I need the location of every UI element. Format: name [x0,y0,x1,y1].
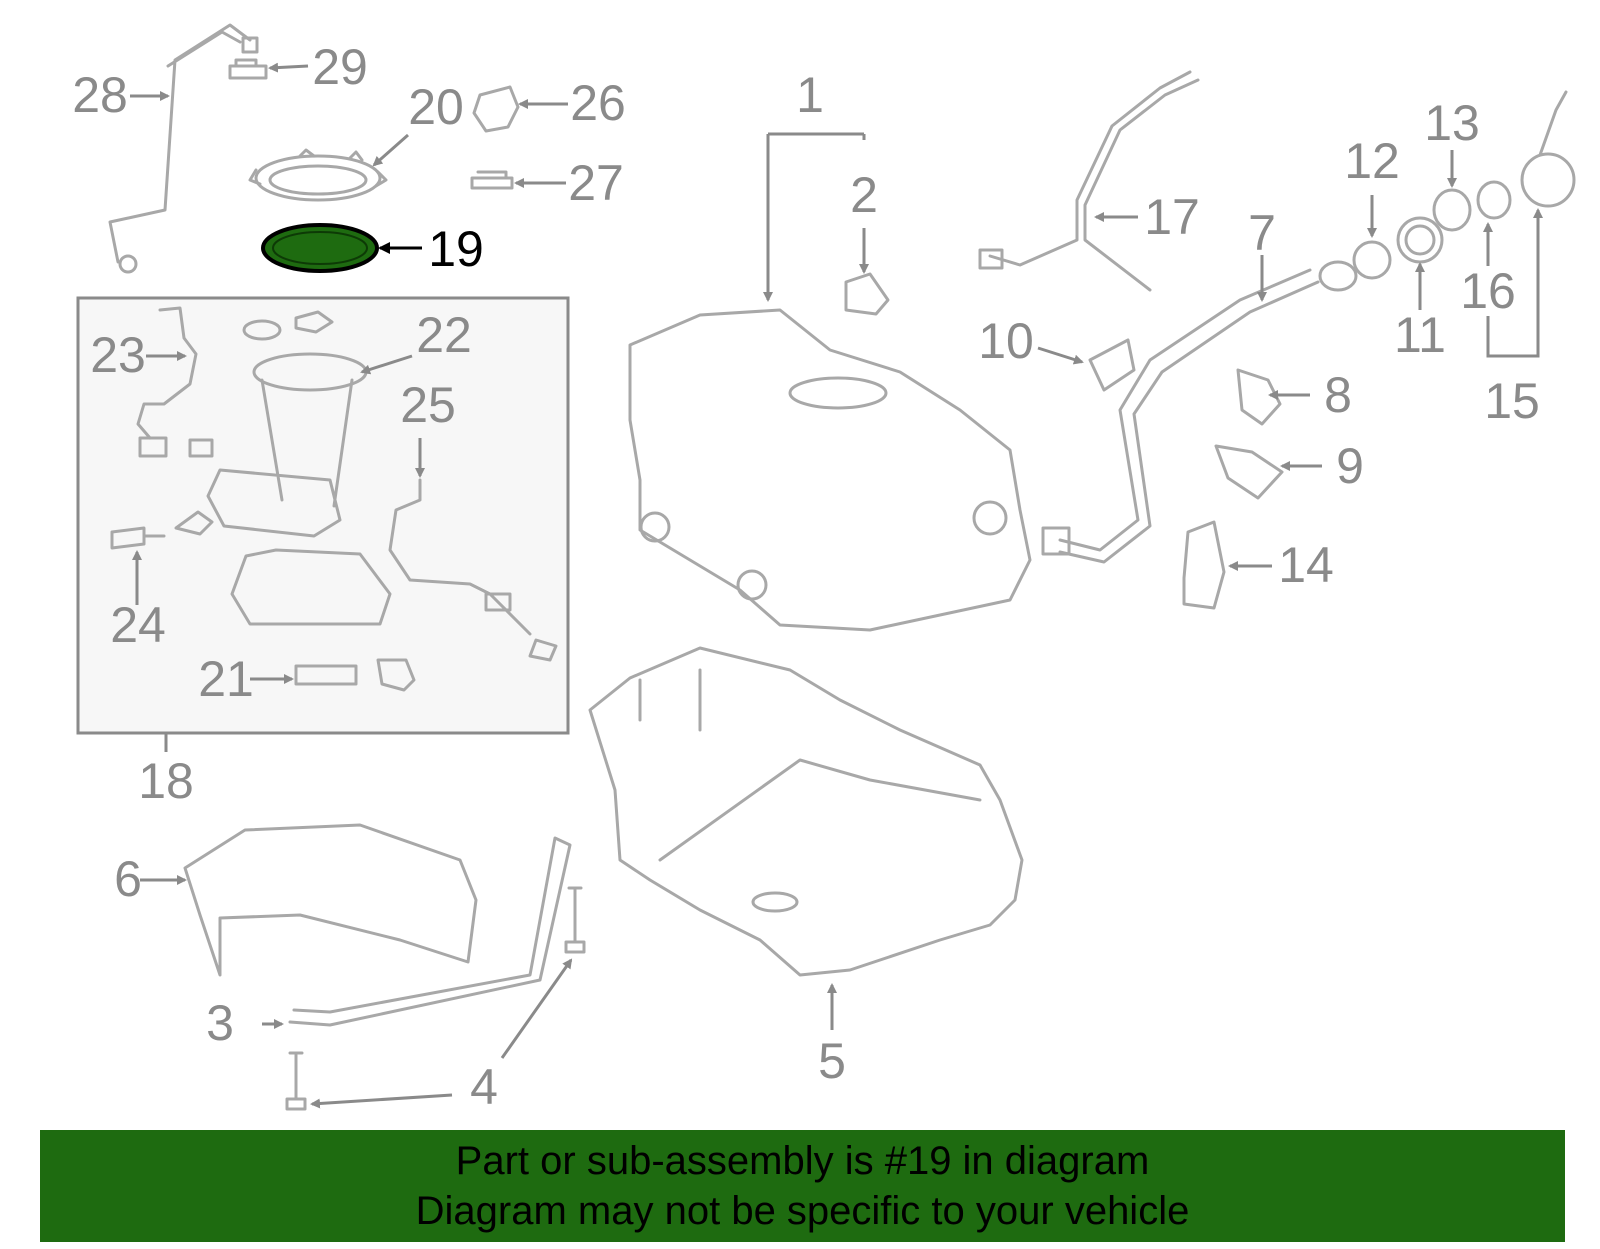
part-4-bolt-a [564,886,586,954]
callout-3: 3 [206,995,234,1051]
part-5-ribs [638,668,982,862]
part-16-seal [1476,180,1512,220]
part-9-bracket [1214,444,1284,500]
leader-4a [310,1093,453,1109]
callout-15: 15 [1484,373,1540,429]
part-19-gasket-highlight[interactable] [261,223,379,273]
part-15-fuel-cap [1520,152,1576,208]
part-7-filler-pipe [1058,268,1320,564]
assembly-18-inset-box [76,296,570,735]
callout-6: 6 [114,851,142,907]
leader-10 [1037,346,1084,365]
callout-11: 11 [1394,307,1446,363]
callout-12: 12 [1344,133,1400,189]
part-12-o-ring [1352,240,1392,280]
callout-23: 23 [90,327,146,383]
part-7-filler-neck [1318,260,1358,292]
part-1-mount-center [736,569,768,601]
banner-line-2: Diagram may not be specific to your vehi… [415,1189,1190,1233]
banner-line-1: Part or sub-assembly is #19 in diagram [455,1139,1150,1183]
callout-17: 17 [1144,189,1200,245]
callout-16: 16 [1460,263,1516,319]
callout-13: 13 [1424,95,1480,151]
part-info-banner: Part or sub-assembly is #19 in diagram D… [40,1130,1565,1242]
leader-29 [268,62,309,73]
part-11-retainer-inner [1404,224,1436,256]
part-15-tether [1538,90,1568,157]
callout-20: 20 [408,79,464,135]
part-27-clip [470,170,514,190]
callout-27: 27 [568,155,624,211]
callout-19: 19 [428,221,484,277]
callout-21: 21 [198,651,254,707]
callout-22: 22 [416,307,472,363]
callout-8: 8 [1324,367,1352,423]
part-28-connector [241,36,259,54]
part-17-vent-tube [988,70,1200,292]
part-8-bracket [1236,368,1282,426]
part-28-fitting [118,254,138,274]
callout-9: 9 [1336,438,1364,494]
part-2-vent-valve [844,272,890,316]
part-17-connector [978,248,1004,270]
part-28-fuel-line [108,23,252,264]
leader-15 [1486,208,1543,358]
callout-29: 29 [312,39,368,95]
callout-18: 18 [138,753,194,809]
part-3-tank-strap [288,836,572,1027]
part-1-fuel-tank [628,308,1032,632]
callout-5: 5 [818,1033,846,1089]
part-29-clip [228,58,268,80]
callout-7: 7 [1248,205,1276,261]
part-7-lower-connector [1041,526,1071,556]
callout-25: 25 [400,377,456,433]
part-1-mount-left [639,511,671,543]
callout-2: 2 [850,167,878,223]
leader-22 [360,354,413,375]
part-5-drain [751,891,799,913]
part-6-heat-shield [183,823,478,977]
callout-26: 26 [570,75,626,131]
callout-10: 10 [978,313,1034,369]
part-13-gasket [1432,188,1472,232]
callout-14: 14 [1278,537,1334,593]
leader-4b [500,958,573,1059]
leader-20 [372,133,409,167]
callout-24: 24 [110,597,166,653]
part-19-gasket-inner-edge [272,231,368,265]
part-14-fitting [1182,520,1226,610]
part-1-sender-opening [788,376,888,410]
part-10-clip [1088,338,1136,392]
callout-4: 4 [470,1059,498,1115]
part-1-tank-fitting [972,500,1008,536]
callout-28: 28 [72,67,128,123]
part-4-bolt-b [285,1051,307,1111]
part-20-lock-ring [248,148,388,202]
callout-1: 1 [796,67,824,123]
part-26-bracket [472,85,520,133]
part-5-tank-shield [588,646,1024,977]
